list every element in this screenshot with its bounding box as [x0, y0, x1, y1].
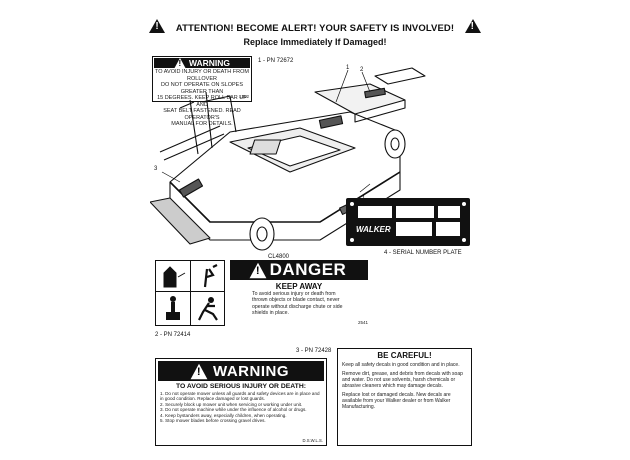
hand-blade-icon: [163, 266, 186, 288]
person-fleeing-icon: [198, 297, 218, 321]
decal-1-line: TO AVOID INJURY OR DEATH FROM ROLLOVER: [155, 69, 249, 82]
plate-field: [396, 206, 434, 218]
svg-text:1: 1: [346, 65, 350, 71]
warning-triangle-icon: [190, 363, 208, 379]
serial-number-plate: WALKER: [346, 198, 470, 246]
decal-3-item: 1. Do not operate mower unless all guard…: [160, 391, 320, 402]
decal-2-signal-word: DANGER: [269, 260, 347, 279]
rivet-icon: [350, 202, 354, 206]
plate-field: [358, 206, 392, 218]
decal-3-signal-word: WARNING: [213, 362, 289, 380]
be-careful-paragraph: Replace lost or damaged decals. New deca…: [342, 392, 451, 410]
decal-3-label: 3 - PN 72428: [296, 348, 332, 354]
decal-2-pictograms: [155, 260, 225, 326]
decal-1-signal-word: WARNING: [188, 58, 231, 68]
decal-1-line: DO NOT OPERATE ON SLOPES GREATER THAN: [160, 82, 243, 95]
decal-2-line: thrown objects or blade contact, never: [252, 297, 340, 304]
decal-3-warning: WARNING TO AVOID SERIOUS INJURY OR DEATH…: [155, 358, 327, 446]
be-careful-heading: BE CAREFUL!: [377, 351, 432, 360]
decal-1-label: 1 - PN 72672: [258, 58, 294, 64]
decal-1-warning: WARNING TO AVOID INJURY OR DEATH FROM RO…: [152, 56, 252, 127]
decal-2-line: shields in place.: [252, 310, 289, 317]
decal-3-item: 3. Do not operate machine while under th…: [160, 407, 307, 413]
decal-1-code: 1362: [238, 93, 249, 99]
svg-text:2: 2: [360, 67, 364, 73]
plate-field: [438, 206, 460, 218]
decal-3-list: 1. Do not operate mower unless all guard…: [156, 390, 326, 424]
warning-triangle-icon: [149, 19, 166, 33]
rivet-icon: [350, 238, 354, 242]
svg-text:3: 3: [154, 166, 158, 172]
svg-text:CL4800: CL4800: [268, 254, 290, 260]
decal-1-line: 15 DEGREES. KEEP ROLL BAR UP AND: [157, 95, 247, 108]
decal-1-signal-bar: WARNING: [154, 57, 250, 69]
decal-2-heading: KEEP AWAY: [275, 282, 323, 291]
decal-2-code: 2541: [357, 319, 368, 325]
decal-3-item: 5. Stop mower blades before crossing gra…: [160, 418, 266, 424]
be-careful-paragraph: Keep all safety decals in good condition…: [342, 362, 460, 368]
decal-3-code: D.S.W.L.S.: [302, 437, 323, 443]
decal-2-line: To avoid serious injury or death from: [252, 291, 336, 297]
decal-2-line: operate without discharge chute or side: [252, 303, 343, 310]
decal-2-text: To avoid serious injury or death from th…: [252, 291, 368, 317]
plate-brand-logo: WALKER: [356, 225, 391, 234]
decal-1-text: TO AVOID INJURY OR DEATH FROM ROLLOVER D…: [153, 69, 251, 128]
mower-illustration: 12 31 CL4800: [150, 65, 426, 260]
decal-2-signal-bar: DANGER: [230, 260, 368, 280]
decal-2-body: DANGER KEEP AWAY To avoid serious injury…: [230, 260, 368, 326]
thrown-object-icon: [203, 264, 218, 288]
be-careful-paragraph: Remove dirt, grease, and debris from dec…: [342, 371, 463, 389]
plate-field: [436, 222, 460, 236]
header-subtitle: Replace Immediately If Damaged!: [243, 37, 387, 47]
be-careful-box: BE CAREFUL! Keep all safety decals in go…: [337, 348, 472, 446]
decal-3-signal-bar: WARNING: [158, 361, 324, 381]
decal-1-line: MANUAL FOR DETAILS.: [171, 121, 233, 127]
warning-triangle-icon: [464, 19, 481, 33]
decal-2-label: 2 - PN 72414: [155, 332, 191, 338]
decal-3-item: 2. Securely block up mower unit when ser…: [160, 401, 303, 407]
serial-plate-label: 4 - SERIAL NUMBER PLATE: [384, 250, 462, 256]
decal-3-heading: TO AVOID SERIOUS INJURY OR DEATH:: [175, 383, 307, 390]
rivet-icon: [462, 238, 466, 242]
warning-triangle-icon: [173, 57, 186, 69]
warning-triangle-icon: [249, 262, 267, 278]
decal-1-line: SEAT BELT FASTENED. READ OPERATOR'S: [163, 108, 241, 121]
decal-3-item: 4. Keep bystanders away, especially chil…: [160, 412, 287, 418]
rivet-icon: [462, 202, 466, 206]
header-title: ATTENTION! BECOME ALERT! YOUR SAFETY IS …: [175, 23, 455, 34]
safety-header: ATTENTION! BECOME ALERT! YOUR SAFETY IS …: [0, 18, 630, 47]
operator-mower-icon: [166, 296, 180, 320]
plate-field: [396, 222, 432, 236]
